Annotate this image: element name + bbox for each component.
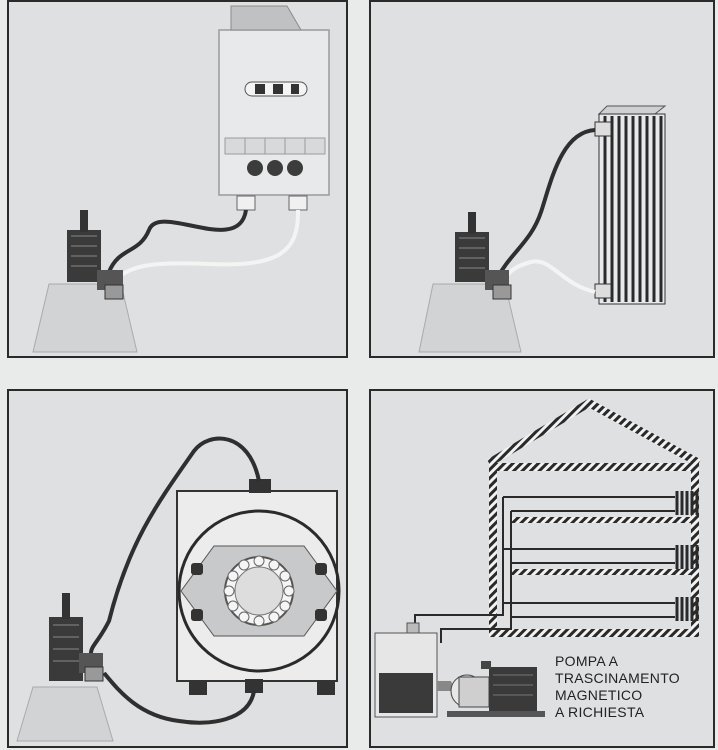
reservoir-tank: [374, 622, 438, 718]
building-outline: [486, 398, 701, 637]
pump-unit: [418, 212, 522, 353]
hose-light: [500, 259, 596, 295]
finned-exchanger: [594, 105, 667, 305]
hose-dark: [107, 209, 248, 273]
heating-coils: [675, 491, 699, 621]
boiler-setup-drawing: [32, 5, 330, 353]
caption-line-3: MAGNETICO: [555, 687, 643, 703]
caption-line-2: TRASCINAMENTO: [555, 670, 680, 686]
plate-exchanger-setup-drawing: [16, 436, 341, 742]
hose-upper: [89, 436, 261, 654]
hose-light: [117, 209, 301, 279]
hose-lower: [102, 671, 256, 725]
hose-dark: [494, 128, 596, 281]
caption-line-4: A RICHIESTA: [555, 704, 645, 720]
pump-unit: [32, 210, 138, 353]
magnetic-drive-pump: [437, 661, 545, 717]
boiler-unit: [218, 5, 330, 211]
pump-caption: POMPA A TRASCINAMENTO MAGNETICO A RICHIE…: [555, 653, 680, 721]
panel-top-right: [369, 0, 715, 358]
pump-unit: [16, 593, 114, 742]
panel-bottom-right: POMPA A TRASCINAMENTO MAGNETICO A RICHIE…: [369, 389, 715, 748]
panel-bottom-left: [7, 389, 348, 748]
radiator-setup-drawing: [418, 105, 667, 353]
plate-exchanger: [176, 479, 341, 695]
building-circuit-drawing: [374, 398, 701, 718]
pipe-network: [414, 496, 675, 643]
panel-top-left: [7, 0, 348, 358]
caption-line-1: POMPA A: [555, 653, 619, 669]
